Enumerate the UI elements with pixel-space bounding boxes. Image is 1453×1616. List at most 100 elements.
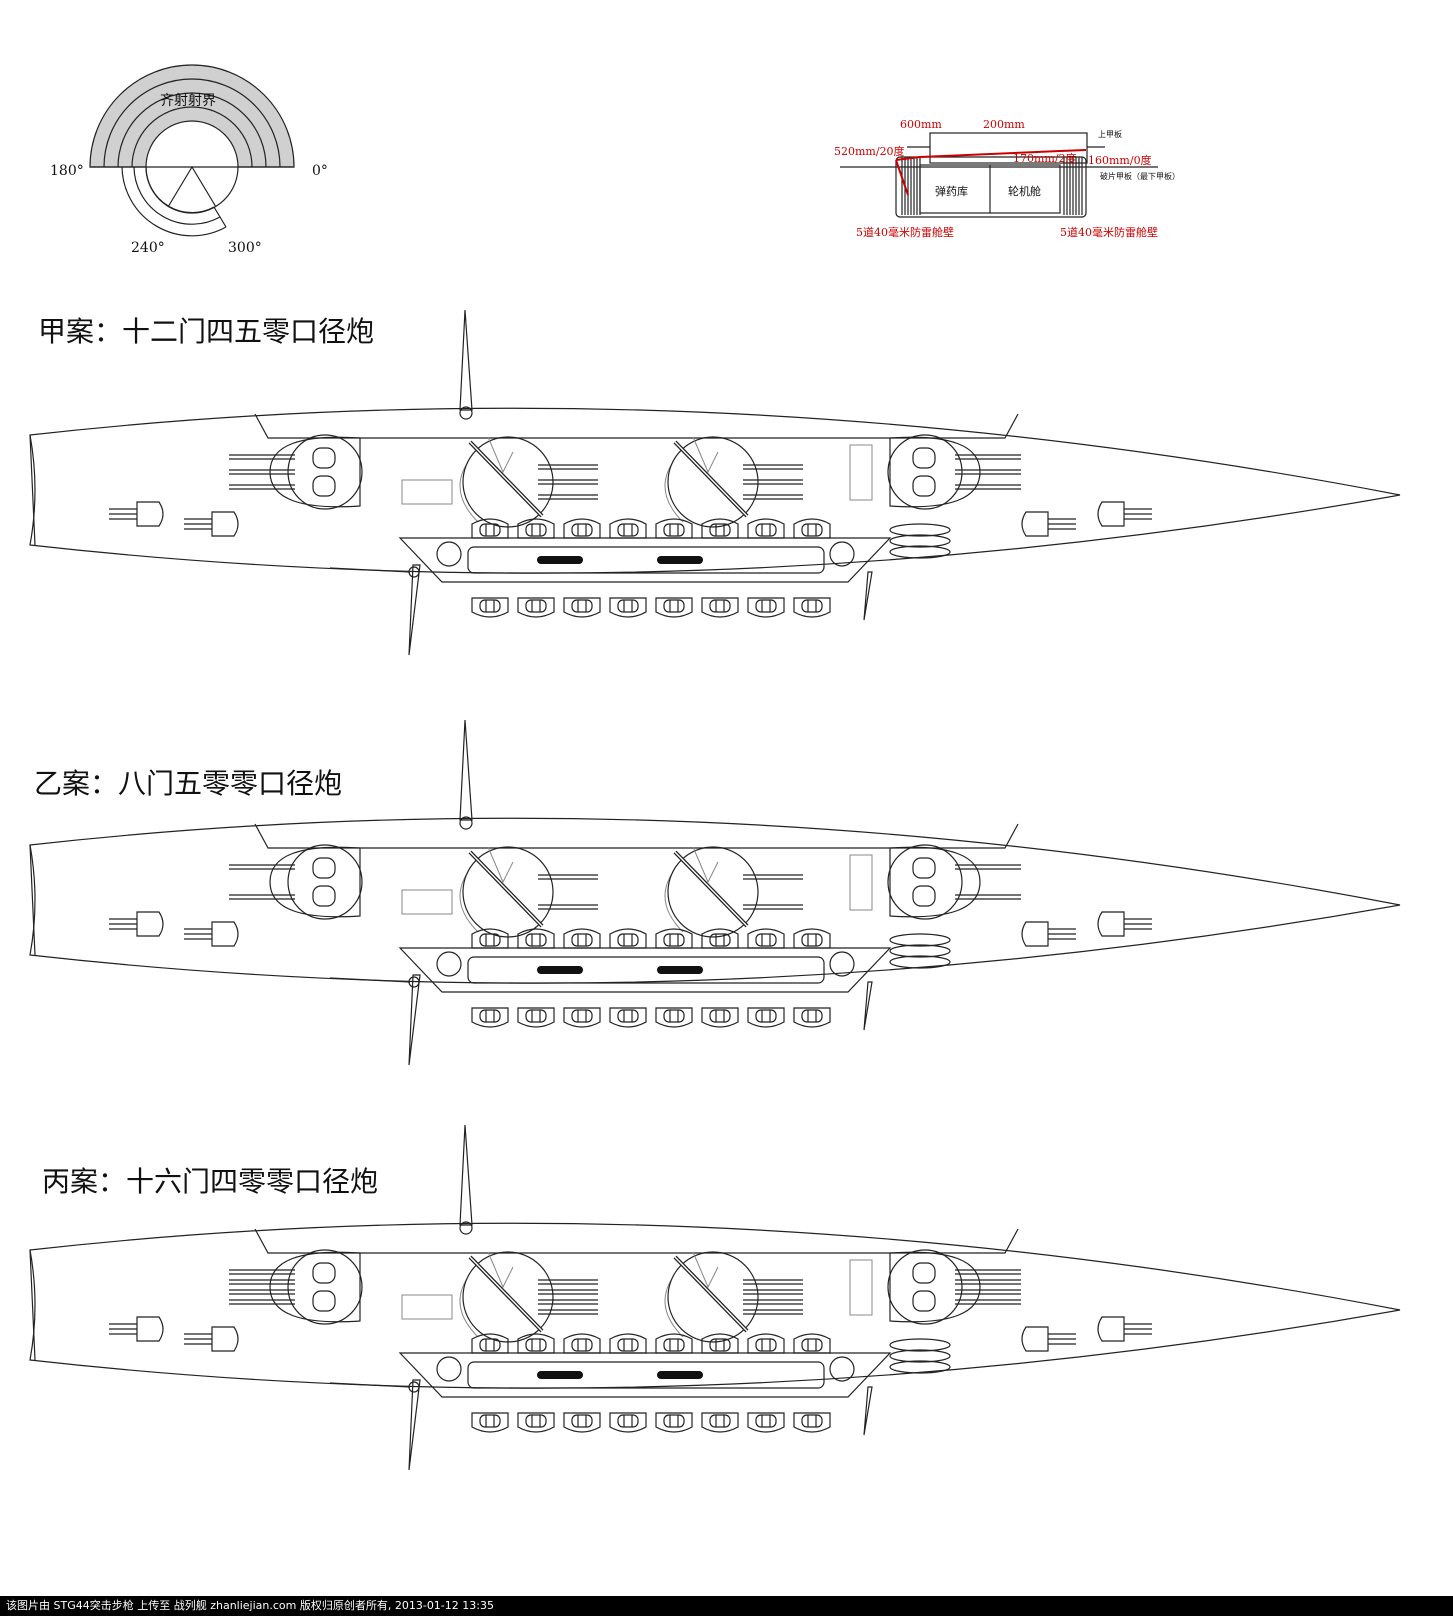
aa-mount xyxy=(609,518,647,539)
stern-pole xyxy=(863,981,873,1031)
stern-pole xyxy=(863,571,873,621)
aa-mount xyxy=(701,597,739,618)
turret-housing xyxy=(269,846,361,918)
aa-gun xyxy=(617,599,639,613)
hatch-dark xyxy=(657,556,703,564)
barbette-circle xyxy=(667,1251,759,1343)
aa-mount xyxy=(609,1333,647,1354)
rangefinder-hood xyxy=(912,475,936,497)
armor-600-label: 600mm xyxy=(900,118,942,131)
ship-boat xyxy=(889,1360,951,1374)
secondary-mount xyxy=(211,1326,239,1352)
secondary-mount xyxy=(211,921,239,947)
aircraft-ghost xyxy=(401,889,453,915)
upper-deck-rail xyxy=(254,823,1019,849)
aa-gun xyxy=(709,1338,731,1352)
aa-mount xyxy=(655,928,693,949)
aa-gun-upper xyxy=(563,518,601,539)
aa-gun-lower xyxy=(747,1007,785,1028)
aa-gun xyxy=(755,523,777,537)
hatch-dark xyxy=(537,556,583,564)
rangefinder-hood xyxy=(912,1262,936,1284)
fore-mast xyxy=(459,1124,473,1226)
secondary-mount xyxy=(1021,1326,1049,1352)
belt-armor-label: 520mm/20度 xyxy=(834,145,905,158)
aa-mount xyxy=(609,1412,647,1433)
aa-gun xyxy=(755,933,777,947)
aa-mount xyxy=(563,1007,601,1028)
aa-mount xyxy=(471,1007,509,1028)
aa-gun-upper xyxy=(563,928,601,949)
angle-240-label: 240° xyxy=(131,240,165,256)
stern-line xyxy=(29,844,36,956)
aa-mount xyxy=(471,597,509,618)
main-turret-b xyxy=(459,1251,598,1343)
aa-gun-upper xyxy=(655,928,693,949)
deck-armor-mid-label: 170mm/2度 xyxy=(1013,152,1077,165)
stern-line xyxy=(29,434,36,546)
rigging-line xyxy=(329,1382,411,1388)
aa-gun xyxy=(801,1338,823,1352)
aa-mount xyxy=(793,597,831,618)
aa-mount xyxy=(471,1412,509,1433)
superstructure-block xyxy=(929,132,1088,164)
secondary-mount xyxy=(136,1316,164,1342)
aa-mount xyxy=(609,597,647,618)
aa-mount xyxy=(793,1333,831,1354)
aa-gun-upper xyxy=(609,518,647,539)
aa-gun-upper xyxy=(793,1333,831,1354)
ship-boat xyxy=(889,955,951,969)
barbette-circle xyxy=(887,1249,963,1325)
aa-gun-upper xyxy=(747,518,785,539)
engine-room-label: 轮机舱 xyxy=(1008,185,1041,198)
aft-aa-director xyxy=(436,1356,462,1382)
secondary-gun-2 xyxy=(184,1326,239,1352)
aa-gun xyxy=(709,523,731,537)
mast-top xyxy=(459,406,473,420)
aa-mount xyxy=(609,1007,647,1028)
aa-gun xyxy=(479,1414,501,1428)
barbette-circle xyxy=(667,436,759,528)
aa-gun-upper xyxy=(701,518,739,539)
secondary-mount xyxy=(1097,1316,1125,1342)
aa-gun-lower xyxy=(471,1007,509,1028)
main-turret-c xyxy=(664,846,803,938)
aa-mount xyxy=(563,597,601,618)
aa-mount xyxy=(655,1333,693,1354)
aa-mount xyxy=(655,518,693,539)
secondary-mount xyxy=(1097,501,1125,527)
secondary-gun-1 xyxy=(109,911,164,937)
aa-gun-lower xyxy=(563,597,601,618)
main-turret-c xyxy=(664,1251,803,1343)
aa-mount xyxy=(701,1007,739,1028)
rangefinder-hood xyxy=(312,857,336,879)
main-turret-d xyxy=(887,434,1021,510)
angle-180-label: 180° xyxy=(50,163,84,179)
catapult-rail-inner xyxy=(469,851,543,927)
aa-mount xyxy=(701,1412,739,1433)
aa-gun-lower xyxy=(517,597,555,618)
aft-aa-director xyxy=(436,951,462,977)
aa-gun-upper xyxy=(471,518,509,539)
upper-deck-label: 上甲板 xyxy=(1098,130,1122,139)
secondary-mount xyxy=(136,501,164,527)
aa-gun xyxy=(709,1414,731,1428)
firing-arc-label: 齐射射界 xyxy=(160,93,216,109)
secondary-mount xyxy=(211,511,239,537)
aa-gun-upper xyxy=(701,928,739,949)
aa-gun-lower xyxy=(517,1412,555,1433)
aa-gun-upper xyxy=(701,1333,739,1354)
rangefinder-hood xyxy=(312,447,336,469)
aa-mount xyxy=(793,518,831,539)
aft-mast xyxy=(408,1379,421,1471)
angle-300-label: 300° xyxy=(228,240,262,256)
barbette-circle xyxy=(287,844,363,920)
stern-pole xyxy=(863,1386,873,1436)
secondary-gun-4 xyxy=(1097,911,1152,937)
turret-housing xyxy=(269,1251,361,1323)
secondary-mount xyxy=(136,911,164,937)
aa-gun xyxy=(525,599,547,613)
aa-gun xyxy=(617,1338,639,1352)
aft-mast xyxy=(408,564,421,656)
main-turret-d xyxy=(887,1249,1021,1325)
